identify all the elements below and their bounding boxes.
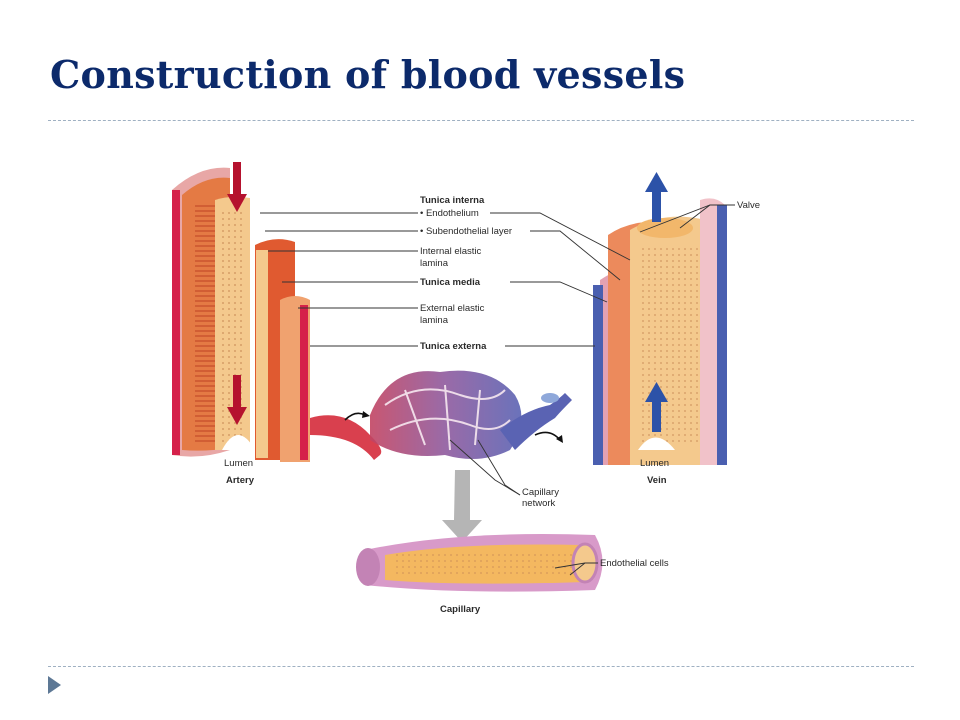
artery-illustration [172, 162, 310, 462]
label-lumen-artery: Lumen [224, 458, 253, 469]
slide-title: Construction of blood vessels [50, 52, 686, 97]
label-tunica-interna: Tunica interna [420, 195, 485, 206]
capillary-network-illustration [310, 370, 572, 542]
label-capillary-network: Capillary [522, 487, 559, 498]
label-internal-elastic-lamina: lamina [420, 258, 449, 269]
label-tunica-media: Tunica media [420, 277, 481, 288]
title-divider [48, 120, 914, 121]
slide-bullet-icon [48, 676, 61, 694]
artery-externa-edge [172, 190, 180, 455]
artery-flow-arrow-top [233, 162, 241, 197]
label-subendothelial-layer: • Subendothelial layer [420, 226, 512, 237]
label-artery: Artery [226, 475, 255, 486]
label-vein: Vein [647, 475, 667, 486]
label-valve: Valve [737, 200, 760, 211]
arteriole [310, 415, 382, 460]
vein-flow-arrow-top [652, 190, 661, 222]
artery-step-interna [256, 250, 268, 458]
vein-illustration [593, 172, 727, 466]
label-tunica-externa: Tunica externa [420, 341, 487, 352]
arteriole-flow-arrow [344, 412, 366, 421]
artery-flow-arrow-bottom [233, 375, 241, 410]
label-internal-elastic: Internal elastic [420, 246, 482, 257]
blood-vessel-diagram: Tunica interna • Endothelium • Subendoth… [172, 162, 760, 615]
label-external-elastic: External elastic [420, 303, 485, 314]
footer-divider [48, 666, 914, 667]
label-capillary-network-2: network [522, 498, 556, 509]
vein-interna-texture [638, 245, 698, 445]
enlargement-arrow [442, 470, 482, 542]
capillary-bed [370, 370, 522, 459]
vein-valve [637, 218, 693, 238]
label-external-elastic-lamina: lamina [420, 315, 449, 326]
label-lumen-vein: Lumen [640, 458, 669, 469]
label-endothelial-cells: Endothelial cells [600, 558, 669, 569]
artery-externa-band [300, 305, 308, 460]
capillary-cross-section [356, 534, 603, 592]
label-endothelium: • Endothelium [420, 208, 479, 219]
leader-lines [260, 204, 735, 576]
venule [500, 393, 572, 450]
vein-flow-arrow-bottom [652, 400, 661, 432]
label-capillary: Capillary [440, 604, 481, 615]
vein-externa-edge [593, 285, 603, 465]
artery-lumen [222, 435, 255, 450]
artery-interna-texture [218, 210, 246, 445]
vein-lumen [638, 437, 675, 450]
vein-outer-edge [717, 205, 727, 465]
